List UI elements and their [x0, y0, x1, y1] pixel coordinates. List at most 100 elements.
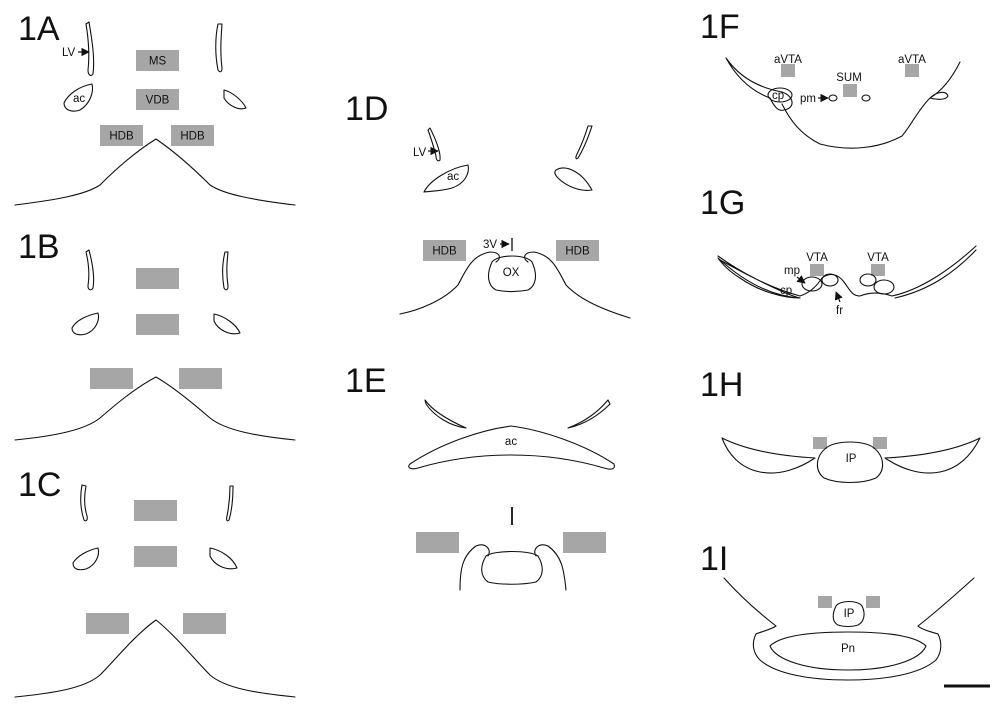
- anterior-commissure-1e: [408, 425, 615, 470]
- ventral-outline-1e: [459, 544, 567, 591]
- panel-1e: 1E ac: [345, 362, 615, 591]
- label-1d-ox: OX: [503, 267, 520, 279]
- nucleus-midleft-1g: [821, 273, 839, 287]
- lateral-ventricle-left: [85, 249, 95, 291]
- lateral-ventricle-left: [85, 21, 95, 76]
- box-1d-hdb-right: [556, 240, 599, 261]
- panel-1a: 1A LV ac MS VDB HDB HDB: [14, 10, 296, 206]
- label-1g-cp: cp: [780, 285, 792, 297]
- ventral-striatum-right-1e: [567, 399, 611, 429]
- panel-1e-label: 1E: [345, 362, 387, 400]
- box-1e-left: [416, 532, 459, 553]
- label-1f-cp: cp: [772, 90, 784, 102]
- panel-1i-label: 1I: [700, 540, 728, 578]
- optic-chiasm-1e: [481, 550, 543, 585]
- label-1f-sum: SUM: [836, 72, 862, 84]
- label-1i-ip: IP: [844, 608, 855, 620]
- box-1b-middle: [136, 314, 179, 335]
- cerebral-peduncle-1g: [717, 257, 801, 299]
- panel-1g: 1G VTA VTA cp mp fr: [700, 184, 977, 317]
- arrow-1g-mp: [796, 275, 806, 284]
- box-1a-hdb-right-label: HDB: [180, 131, 205, 143]
- label-1i-pn: Pn: [841, 643, 855, 655]
- ventral-outline-1b: [14, 376, 296, 441]
- label-1a-ac: ac: [73, 93, 85, 105]
- box-1a-ms: [136, 50, 179, 71]
- label-1f-avta-right: aVTA: [898, 54, 926, 66]
- label-1f-pm: pm: [800, 93, 816, 105]
- label-1d-lv: LV: [413, 147, 427, 159]
- ventral-outline-1d: [399, 251, 631, 319]
- interpeduncular-1h: [816, 441, 884, 484]
- anterior-commissure-right: [223, 89, 247, 110]
- box-1d-hdb-right-label: HDB: [565, 246, 590, 258]
- ventral-outline-1c: [14, 619, 296, 698]
- box-1a-ms-label: MS: [149, 56, 167, 68]
- box-1a-hdb-right: [171, 125, 214, 146]
- nucleus-left-1g: [801, 276, 823, 292]
- label-1f-avta-left: aVTA: [774, 54, 802, 66]
- lateral-ventricle-left: [80, 484, 88, 522]
- panel-1d: 1D LV ac HDB HDB 3V OX: [345, 90, 631, 319]
- nucleus-right-1g: [873, 279, 895, 295]
- label-1g-mp: mp: [784, 265, 800, 277]
- box-1c-upper: [134, 500, 177, 521]
- ventral-striatum-left-1e: [424, 399, 467, 429]
- ventral-outline-1g: [717, 245, 977, 299]
- label-1g-vta-left: VTA: [806, 252, 828, 264]
- anterior-commissure-left: [63, 83, 94, 112]
- label-1g-fr: fr: [836, 305, 843, 317]
- label-1d-ac: ac: [447, 171, 459, 183]
- mammillary-right-1f: [861, 94, 871, 102]
- arrow-1g-fr: [834, 291, 843, 303]
- ventral-outline-1f: [725, 57, 961, 149]
- interpeduncular-1i: [832, 600, 865, 628]
- box-1f-sum: [843, 84, 857, 97]
- lateral-ventricle-right: [222, 251, 229, 291]
- panel-1d-label: 1D: [345, 90, 388, 128]
- anterior-commissure-right: [213, 313, 241, 335]
- nucleus-midright-1g: [859, 273, 877, 287]
- box-1h-right: [873, 437, 887, 449]
- label-1d-3v: 3V: [483, 239, 497, 251]
- anterior-commissure-right: [209, 547, 238, 570]
- box-1i-left: [818, 596, 832, 608]
- panel-1f: 1F aVTA aVTA SUM cp pm: [700, 8, 961, 149]
- box-1c-middle: [134, 546, 177, 567]
- anterior-commissure-left: [71, 312, 100, 336]
- panel-1f-label: 1F: [700, 8, 740, 46]
- ventral-outline-1h: [721, 437, 981, 474]
- label-1h-ip: IP: [846, 453, 857, 465]
- box-1d-hdb-left: [423, 240, 466, 261]
- optic-chiasm-1d: [487, 255, 537, 293]
- lateral-ventricle-right: [226, 485, 234, 522]
- box-1b-upper: [136, 268, 179, 289]
- pontine-nuclei-1i: [769, 631, 927, 671]
- box-1e-right: [563, 532, 606, 553]
- cerebral-peduncle-1f: [767, 87, 793, 103]
- box-1a-hdb-left-label: HDB: [109, 131, 134, 143]
- box-1g-vta-right: [871, 264, 885, 276]
- anterior-commissure-right: [554, 167, 593, 191]
- panel-1h-label: 1H: [700, 366, 743, 404]
- panel-1c-label: 1C: [18, 466, 61, 504]
- box-1i-right: [866, 596, 880, 608]
- label-1e-ac: ac: [505, 436, 517, 448]
- box-1c-right: [183, 613, 226, 634]
- box-1c-left: [86, 613, 129, 634]
- panel-1c: 1C: [14, 466, 296, 698]
- box-1f-avta-right: [905, 64, 919, 77]
- pons-outline-1i: [723, 577, 975, 681]
- label-1g-vta-right: VTA: [867, 252, 889, 264]
- lateral-ventricle-right: [215, 23, 223, 73]
- box-1a-hdb-left: [100, 125, 143, 146]
- lateral-ventricle-right: [575, 125, 593, 160]
- panel-1g-label: 1G: [700, 184, 745, 222]
- box-1f-avta-left: [781, 64, 795, 77]
- anterior-commissure-left: [423, 164, 469, 193]
- ventral-outline-1a: [14, 138, 296, 206]
- box-1d-hdb-left-label: HDB: [432, 246, 457, 258]
- box-1g-vta-left: [810, 264, 824, 276]
- panel-1a-label: 1A: [18, 10, 60, 48]
